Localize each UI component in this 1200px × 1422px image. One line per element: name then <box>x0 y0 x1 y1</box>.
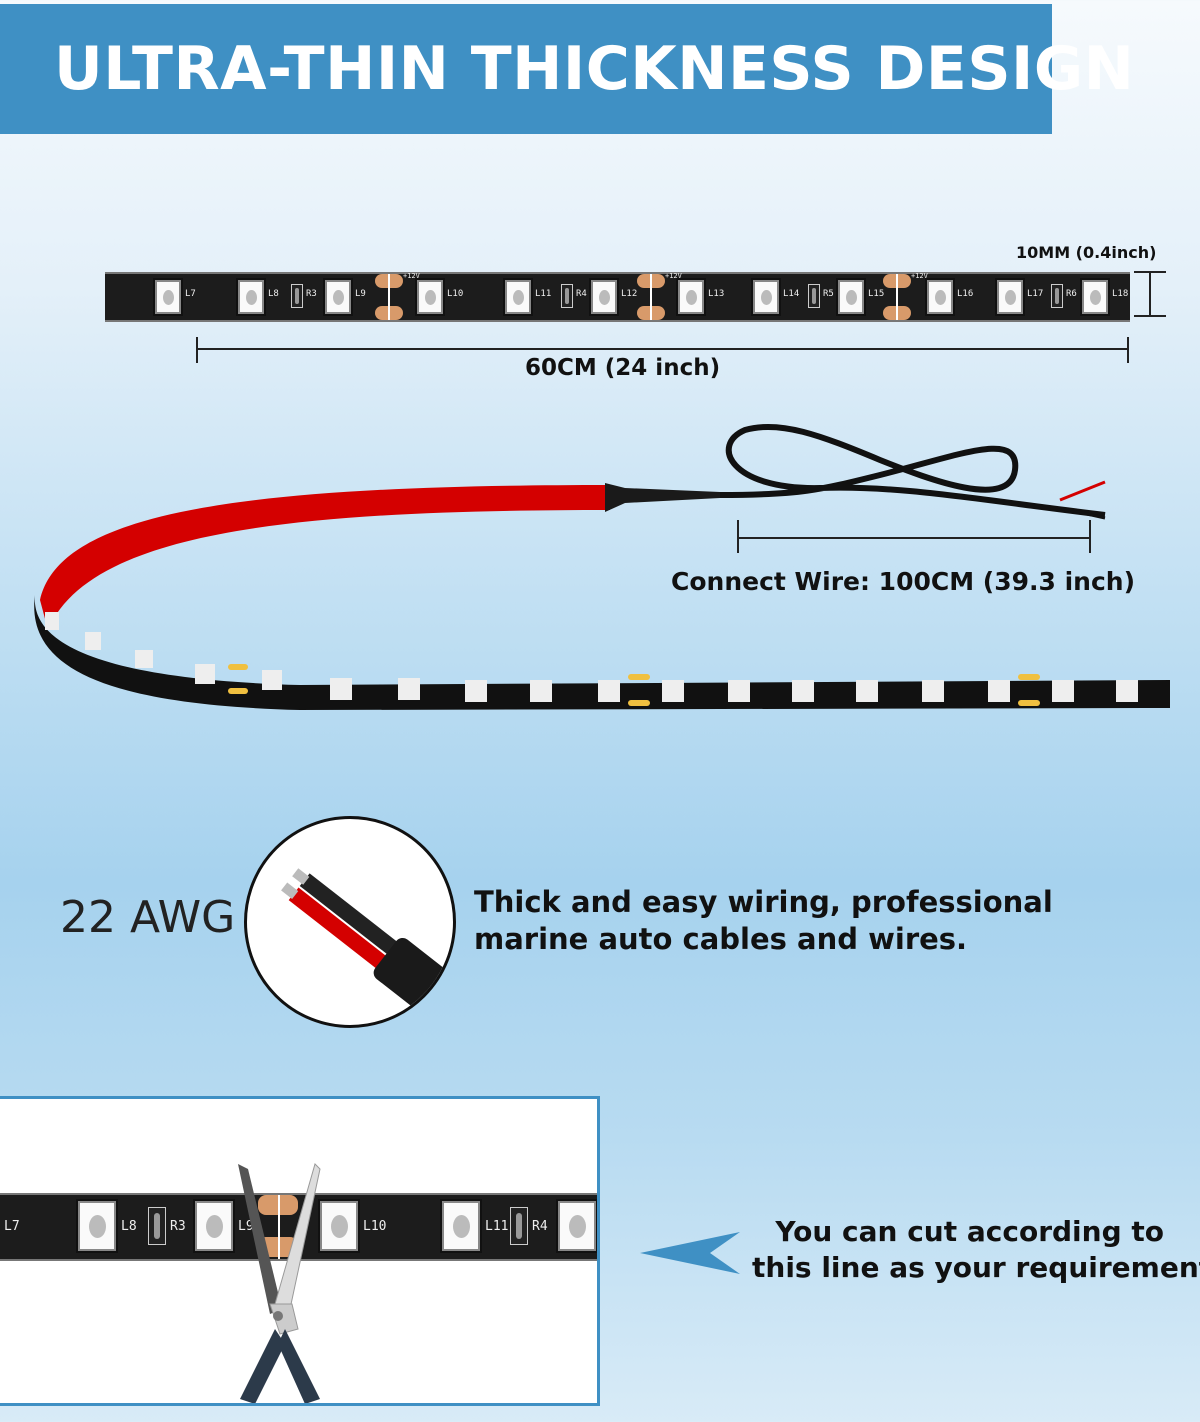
led-label: L9 <box>238 1219 254 1234</box>
resistor-label: R4 <box>532 1219 548 1234</box>
red-wire-end <box>1059 480 1106 502</box>
led-label: L17 <box>1027 289 1044 299</box>
resistor-label: R6 <box>1066 289 1077 299</box>
black-wire-end <box>1059 506 1106 520</box>
led-chip <box>415 278 445 316</box>
led-label: L18 <box>1112 289 1129 299</box>
width-label: 10MM (0.4inch) <box>1016 243 1157 262</box>
led-strip-with-wire <box>34 423 1170 710</box>
gauge-description-line2: marine auto cables and wires. <box>474 922 968 956</box>
led-chip <box>503 278 533 316</box>
cut-instruction-line2: this line as your requirement <box>752 1251 1200 1284</box>
led-chip <box>236 278 266 316</box>
gauge-description-line1: Thick and easy wiring, professional <box>474 885 1053 919</box>
led-chip <box>323 278 353 316</box>
led-label: L15 <box>868 289 885 299</box>
cable-sleeve <box>605 483 720 512</box>
led-label: L8 <box>268 289 279 299</box>
led-label: L8 <box>121 1219 137 1234</box>
arrow-left-icon <box>640 1232 740 1274</box>
resistor <box>808 284 820 308</box>
cut-line <box>896 274 898 320</box>
page-title: ULTRA-THIN THICKNESS DESIGN <box>54 34 1135 104</box>
led-label: L11 <box>535 289 552 299</box>
led-label: L11 <box>485 1219 509 1234</box>
led-strip-top: L7 L8 L9 L10 L11 L12 L13 L14 L15 L16 L17 L18 R3 R4 R5 R… <box>105 272 1130 322</box>
resistor <box>1051 284 1063 308</box>
title-banner: ULTRA-THIN THICKNESS DESIGN <box>0 4 1134 134</box>
led-label: L14 <box>783 289 800 299</box>
resistor <box>291 284 303 308</box>
voltage-mark: +12V <box>403 272 420 280</box>
strip-leds <box>45 612 1138 702</box>
resistor <box>510 1207 528 1245</box>
wire-loop <box>719 423 1106 518</box>
led-chip <box>995 278 1025 316</box>
cut-line <box>650 274 652 320</box>
width-dimension-marker <box>1134 271 1166 317</box>
cut-line <box>388 274 390 320</box>
led-chip <box>556 1199 597 1253</box>
red-adhesive-backing <box>40 485 610 630</box>
resistor-label: R5 <box>823 289 834 299</box>
gauge-label: 22 AWG <box>60 892 236 943</box>
length-dimension-marker <box>196 337 1129 363</box>
led-chip <box>1080 278 1110 316</box>
cut-illustration-box: L7 L8 L9 L10 L11 R3 R4 <box>0 1096 600 1406</box>
led-chip <box>76 1199 118 1253</box>
resistor <box>148 1207 166 1245</box>
resistor-label: R3 <box>306 289 317 299</box>
led-label: L12 <box>621 289 638 299</box>
cut-instruction-line1: You can cut according to <box>775 1215 1164 1248</box>
cable-closeup <box>244 816 456 1028</box>
led-label: L10 <box>363 1219 387 1234</box>
led-label: L7 <box>4 1219 20 1234</box>
resistor-label: R3 <box>170 1219 186 1234</box>
led-label: L9 <box>355 289 366 299</box>
voltage-mark: +12V <box>911 272 928 280</box>
led-chip <box>153 278 183 316</box>
voltage-mark: +12V <box>665 272 682 280</box>
led-chip <box>751 278 781 316</box>
length-label: 60CM (24 inch) <box>525 355 721 381</box>
led-chip <box>318 1199 360 1253</box>
led-chip <box>676 278 706 316</box>
led-chip <box>836 278 866 316</box>
scissors-icon <box>238 1163 321 1403</box>
led-chip <box>925 278 955 316</box>
led-label: L7 <box>185 289 196 299</box>
led-chip <box>193 1199 235 1253</box>
led-label: L10 <box>447 289 464 299</box>
wire-length-label: Connect Wire: 100CM (39.3 inch) <box>671 567 1136 596</box>
led-chip <box>589 278 619 316</box>
led-chip <box>440 1199 482 1253</box>
led-label: L16 <box>957 289 974 299</box>
resistor-label: R4 <box>576 289 587 299</box>
cut-line <box>278 1195 280 1259</box>
resistor <box>561 284 573 308</box>
led-label: L13 <box>708 289 725 299</box>
